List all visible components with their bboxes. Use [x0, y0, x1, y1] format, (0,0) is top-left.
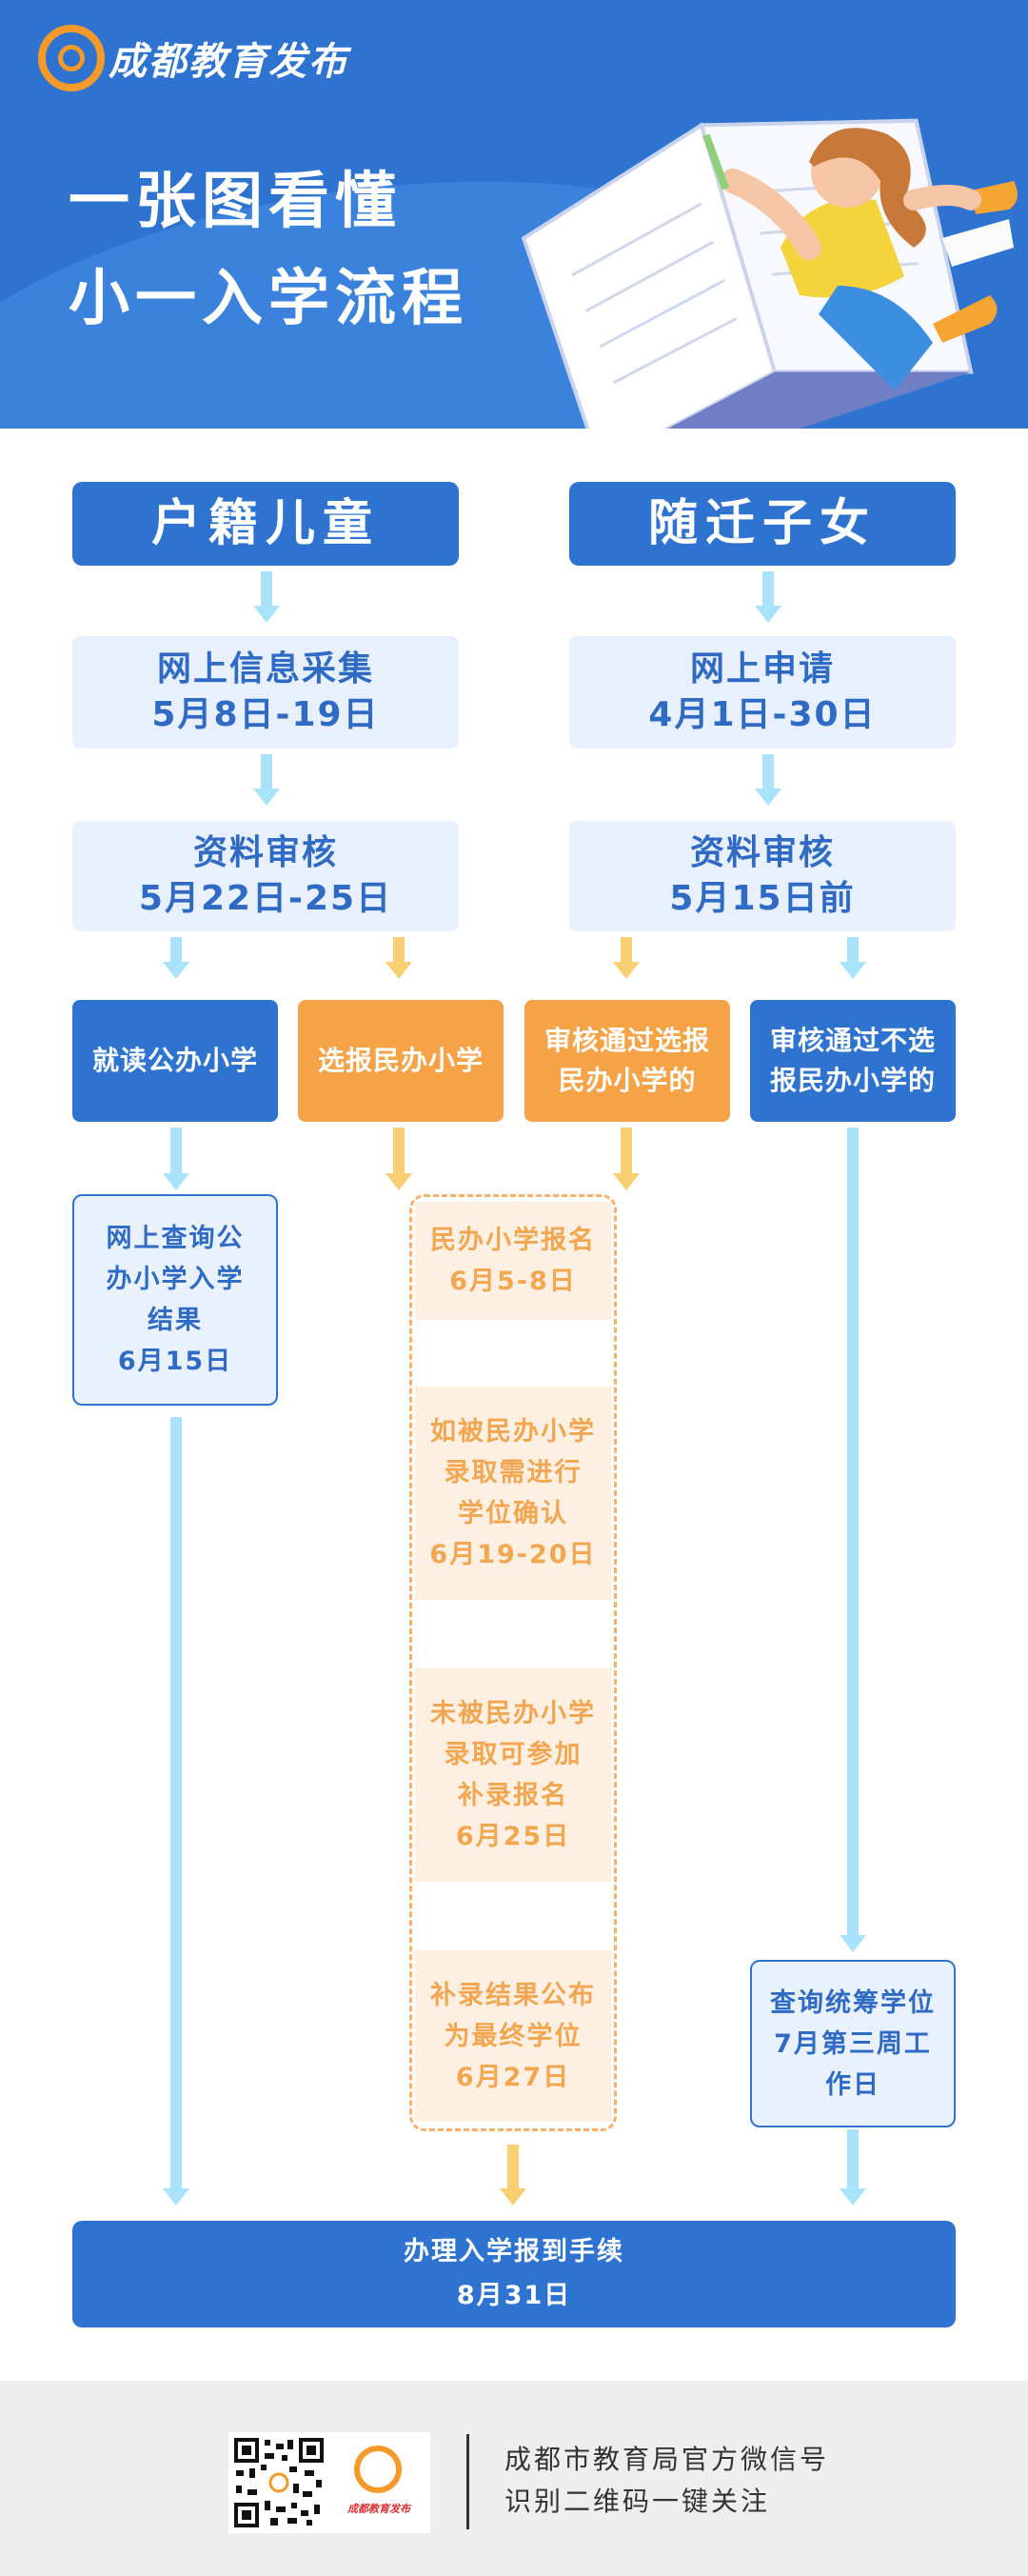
suiqian-step2-label: 资料审核 [689, 833, 835, 872]
page-title-line1: 一张图看懂 [69, 167, 402, 237]
private-step1-line1: 民办小学报名 [430, 1226, 596, 1255]
suiqian-step2-date: 5月15日前 [669, 879, 856, 918]
suiqian-step-online-apply: 网上申请 4月1日-30日 [569, 636, 956, 749]
footer-line1: 成都市教育局官方微信号 [504, 2444, 830, 2475]
coordinated-line3: 作日 [825, 2069, 880, 2100]
branch-private-label: 选报民办小学 [317, 1045, 484, 1076]
qr-card: 成都教育发布 [228, 2432, 430, 2533]
coordinated-line1: 查询统筹学位 [770, 1987, 936, 2018]
final-label: 办理入学报到手续 [404, 2237, 624, 2266]
private-step-final-result: 补录结果公布 为最终学位 6月27日 [415, 1950, 611, 2122]
suiqian-step-review: 资料审核 5月15日前 [569, 821, 956, 931]
brand-logo-icon [38, 25, 105, 91]
brand-mini-logo-icon [354, 2446, 402, 2493]
private-step4-line2: 为最终学位 [444, 2021, 583, 2051]
arrow-to-pass-no-private [840, 937, 866, 979]
category-huji: 户籍儿童 [72, 482, 459, 566]
public-result-line1: 网上查询公 [106, 1224, 245, 1253]
page-title-line2: 小一入学流程 [69, 264, 468, 334]
private-step3-line2: 录取可参加 [444, 1740, 583, 1769]
suiqian-step1-label: 网上申请 [689, 649, 835, 689]
huji-step2-label: 资料审核 [192, 833, 338, 872]
arrow-suiqian-2 [755, 754, 781, 806]
branch-pass-private: 审核通过选报 民办小学的 [524, 1000, 730, 1122]
huji-step2-date: 5月22日-25日 [138, 879, 393, 918]
private-step3-line1: 未被民办小学 [430, 1699, 596, 1728]
branch-private-school: 选报民办小学 [298, 1000, 504, 1122]
private-step2-line2: 录取需进行 [444, 1458, 583, 1488]
final-enrollment-box: 办理入学报到手续 8月31日 [72, 2221, 956, 2327]
footer: 成都教育发布 成都市教育局官方微信号 识别二维码一键关注 [0, 2381, 1028, 2576]
header-banner: 成都教育发布 一张图看懂 小一入学流程 [0, 0, 1028, 429]
arrow-public-long [163, 1417, 189, 2206]
branch-pass-private-line2: 民办小学的 [558, 1065, 697, 1096]
public-result-line3: 结果 [148, 1306, 203, 1335]
arrow-to-public [163, 937, 189, 979]
qr-code-icon[interactable] [232, 2436, 326, 2529]
qr-brand-label: 成都教育发布 [347, 2503, 410, 2515]
private-step-registration: 民办小学报名 6月5-8日 [415, 1202, 611, 1320]
arrow-pass-private-down [613, 1128, 640, 1190]
public-result-box: 网上查询公 办小学入学 结果 6月15日 [72, 1194, 278, 1406]
private-step2-line3: 学位确认 [458, 1499, 568, 1528]
private-step3-line3: 补录报名 [458, 1781, 568, 1810]
reading-girl-illustration [521, 118, 1018, 429]
private-step-confirm: 如被民办小学 录取需进行 学位确认 6月19-20日 [415, 1387, 611, 1600]
branch-public-school: 就读公办小学 [72, 1000, 278, 1122]
arrow-suiqian-1 [755, 571, 781, 623]
public-result-date: 6月15日 [117, 1347, 233, 1376]
huji-step-review: 资料审核 5月22日-25日 [72, 821, 459, 931]
footer-line2: 识别二维码一键关注 [504, 2486, 771, 2517]
brand-name: 成都教育发布 [109, 40, 348, 84]
private-step1-date: 6月5-8日 [449, 1267, 577, 1296]
arrow-public-result [163, 1128, 189, 1190]
arrow-huji-2 [253, 754, 280, 806]
arrow-to-private [386, 937, 412, 979]
branch-pass-no-private: 审核通过不选 报民办小学的 [750, 1000, 956, 1122]
arrow-private-final [500, 2145, 526, 2206]
huji-step-info-collection: 网上信息采集 5月8日-19日 [72, 636, 459, 749]
huji-step1-date: 5月8日-19日 [151, 695, 380, 734]
branch-pass-no-private-line2: 报民办小学的 [769, 1065, 936, 1096]
arrow-private-down [386, 1128, 412, 1190]
arrow-to-pass-private [613, 937, 640, 979]
private-step3-date: 6月25日 [455, 1822, 571, 1851]
branch-public-label: 就读公办小学 [91, 1045, 258, 1076]
private-step2-date: 6月19-20日 [429, 1540, 597, 1569]
footer-divider [466, 2434, 469, 2529]
private-step4-line1: 补录结果公布 [430, 1980, 596, 2010]
suiqian-step1-date: 4月1日-30日 [648, 695, 877, 734]
private-step-supplement: 未被民办小学 录取可参加 补录报名 6月25日 [415, 1668, 611, 1882]
private-step4-date: 6月27日 [455, 2062, 571, 2092]
public-result-line2: 办小学入学 [106, 1265, 245, 1294]
private-step2-line1: 如被民办小学 [430, 1417, 596, 1447]
coordinated-placement-box: 查询统筹学位 7月第三周工 作日 [750, 1960, 956, 2127]
arrow-coordinated-final [840, 2129, 866, 2206]
category-suiqian: 随迁子女 [569, 482, 956, 566]
arrow-coordinated-long [840, 1128, 866, 1952]
huji-step1-label: 网上信息采集 [156, 649, 374, 689]
arrow-huji-1 [253, 571, 280, 623]
final-date: 8月31日 [456, 2281, 572, 2310]
branch-pass-private-line1: 审核通过选报 [544, 1025, 710, 1056]
coordinated-line2: 7月第三周工 [774, 2028, 932, 2059]
branch-pass-no-private-line1: 审核通过不选 [769, 1025, 936, 1056]
